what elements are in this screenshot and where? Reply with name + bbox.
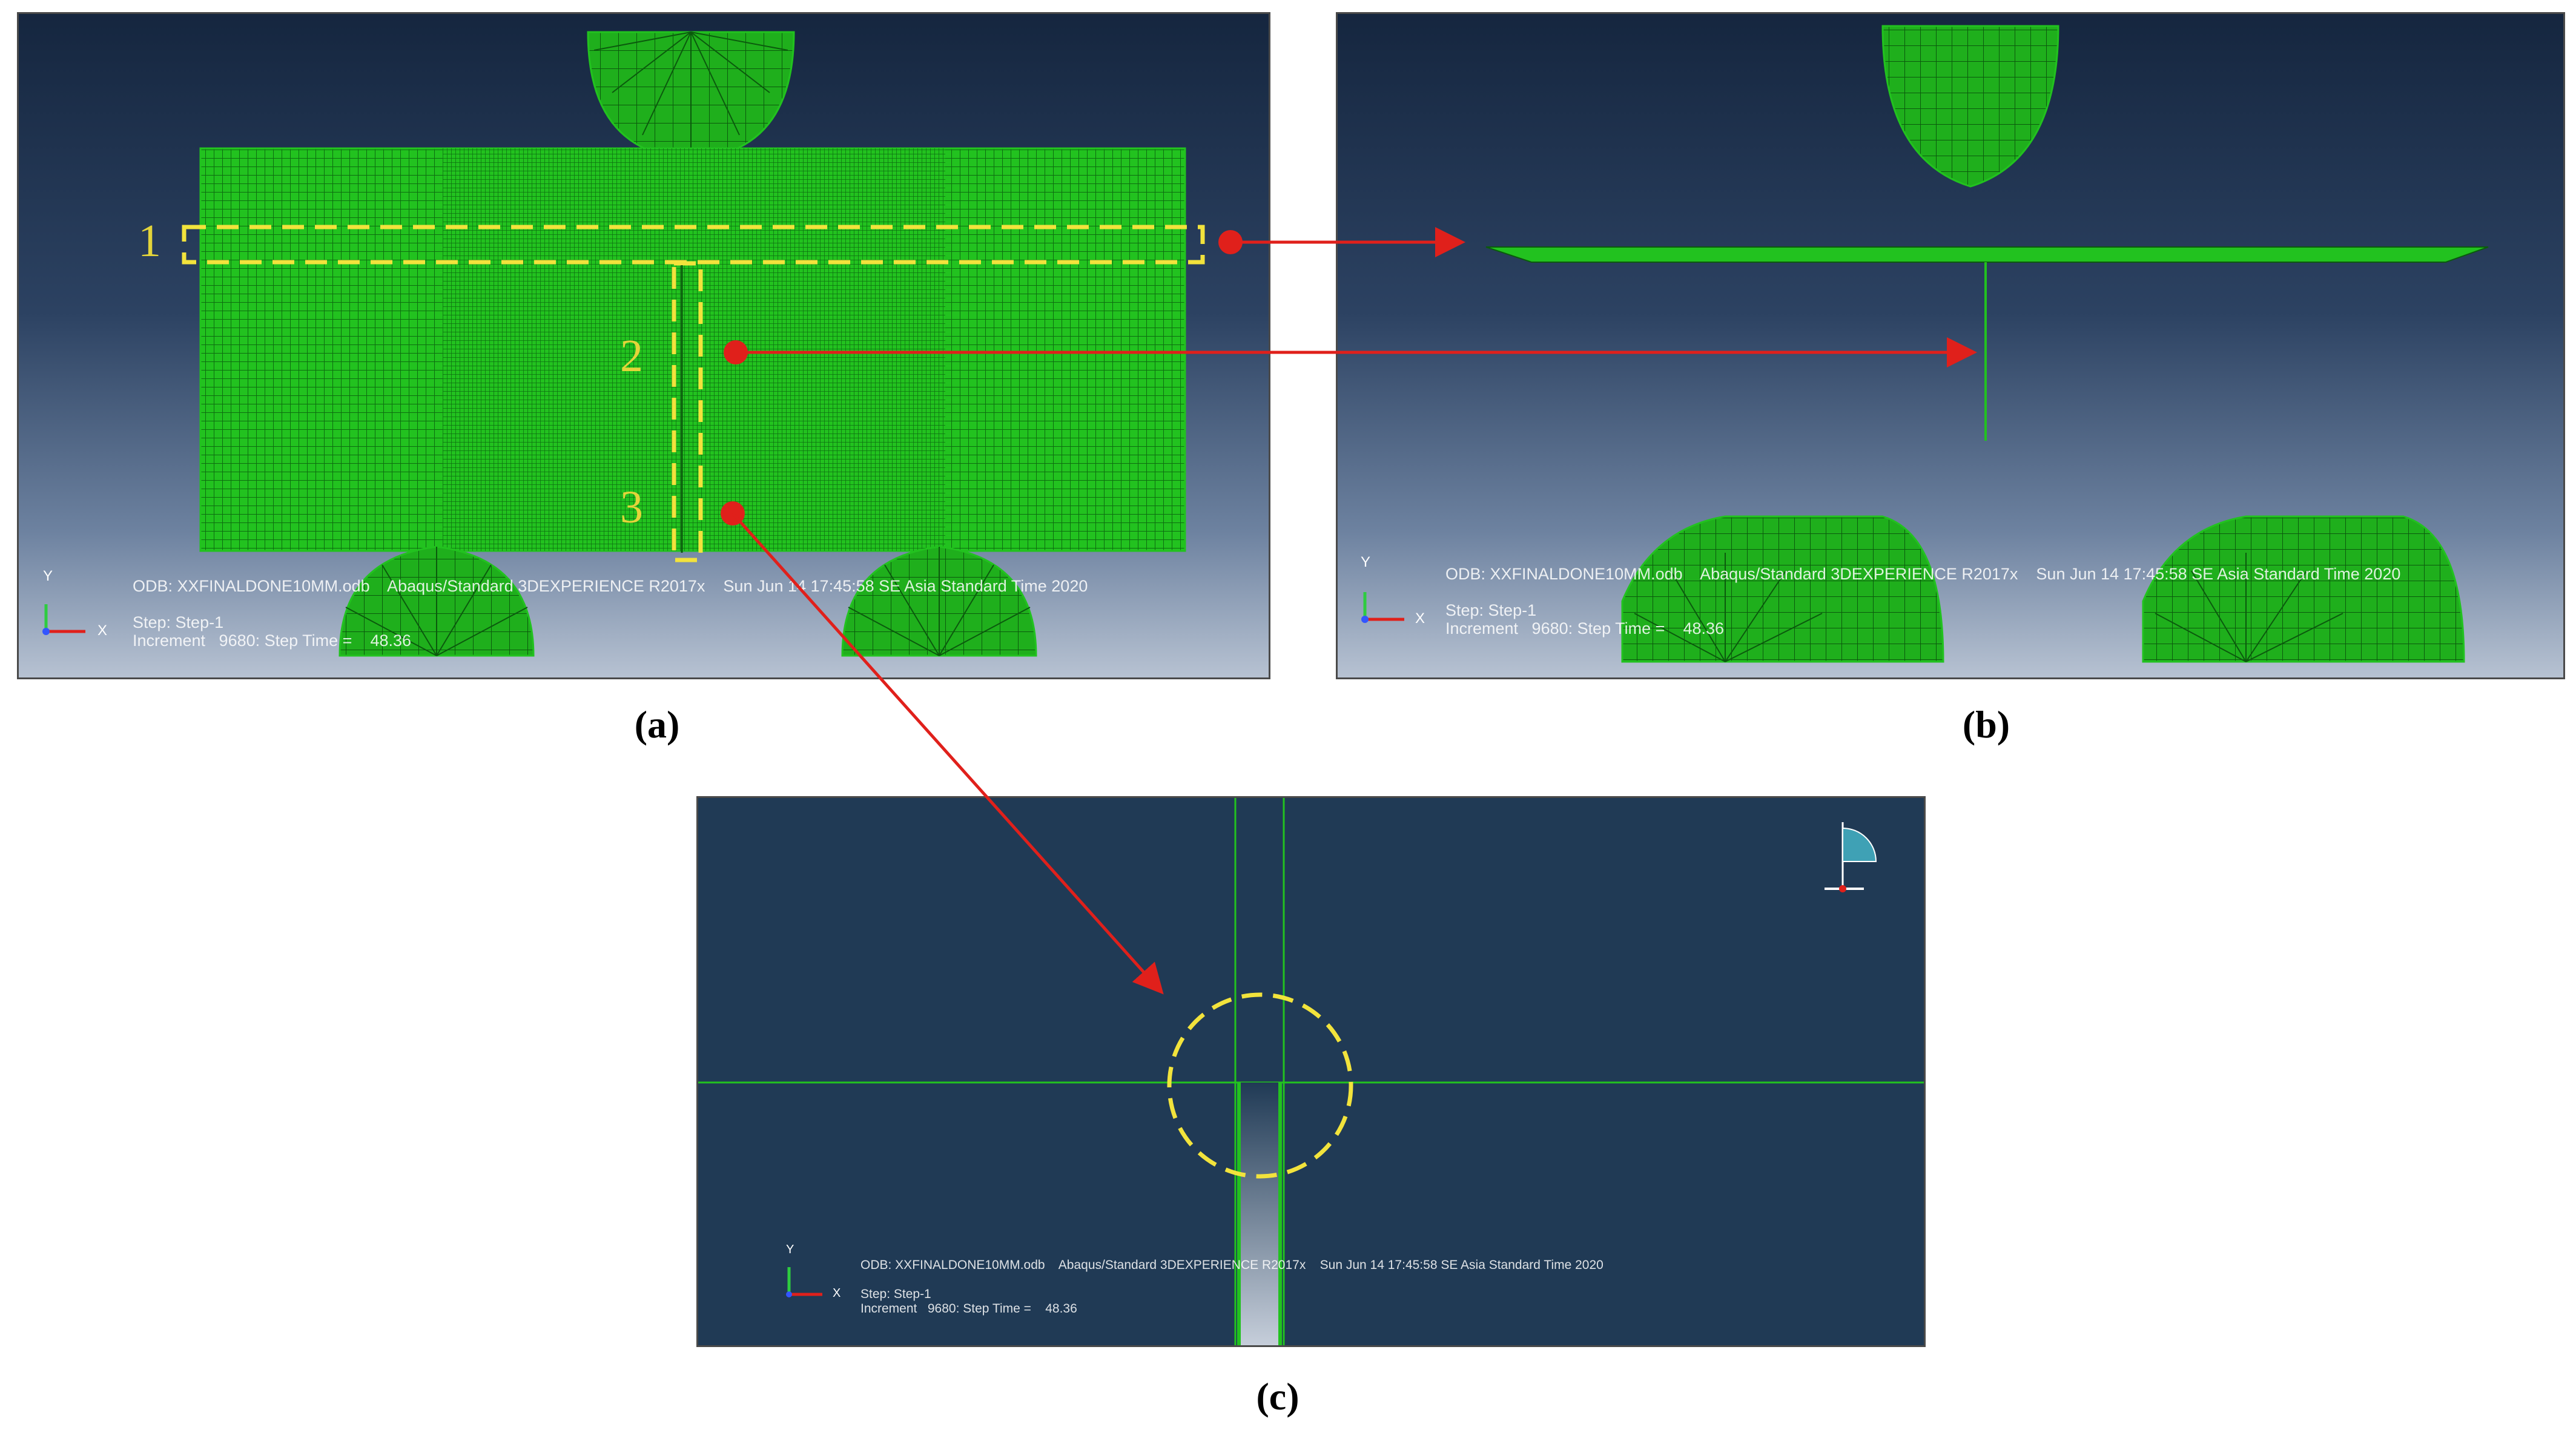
viewport-b: Y X ODB: XXFINALDONE10MM.odb Abaqus/Stan…	[1336, 12, 2565, 679]
beam-section-b	[1485, 246, 2489, 263]
axis-x-label-b: X	[1415, 610, 1425, 627]
viewport-a: Y X ODB: XXFINALDONE10MM.odb Abaqus/Stan…	[17, 12, 1270, 679]
crack-channel	[1239, 1082, 1280, 1345]
caption-b: (b)	[1962, 703, 2010, 746]
axis-x-label-c: X	[833, 1287, 841, 1300]
increment-info-c: Increment 9680: Step Time = 48.36	[860, 1302, 1077, 1316]
crack-tip-highlight	[1167, 992, 1353, 1179]
bottom-roller-b-left	[1621, 515, 1944, 663]
step-info-b: Step: Step-1	[1445, 601, 1537, 619]
viewport-b-graphics	[1361, 25, 2489, 663]
axis-y-label-c: Y	[786, 1243, 794, 1256]
top-roller-b	[1881, 25, 2059, 188]
viewport-c-graphics	[698, 798, 1924, 1345]
viewport-c: Y X ODB: XXFINALDONE10MM.odb Abaqus/Stan…	[696, 796, 1926, 1347]
caption-c: (c)	[1256, 1375, 1300, 1418]
region-label-3: 3	[620, 482, 643, 533]
increment-info-b: Increment 9680: Step Time = 48.36	[1445, 619, 1725, 638]
axis-y-label-a: Y	[43, 568, 53, 584]
bottom-roller-b-right	[2142, 515, 2465, 663]
increment-info-a: Increment 9680: Step Time = 48.36	[133, 631, 412, 650]
region-label-2: 2	[620, 331, 643, 381]
region-1-box	[182, 225, 1205, 265]
odb-info-b: ODB: XXFINALDONE10MM.odb Abaqus/Standard…	[1445, 565, 2401, 583]
axis-x-label-a: X	[97, 622, 108, 639]
step-info-a: Step: Step-1	[133, 613, 224, 631]
beam-fine-mesh	[443, 148, 945, 551]
region-label-1: 1	[138, 216, 161, 266]
caption-a: (a)	[634, 703, 680, 746]
axis-y-label-b: Y	[1361, 554, 1371, 570]
odb-info-a: ODB: XXFINALDONE10MM.odb Abaqus/Standard…	[133, 577, 1088, 595]
step-info-c: Step: Step-1	[860, 1287, 931, 1301]
viewport-a-graphics	[42, 31, 1205, 657]
region-2-3-box	[672, 261, 703, 562]
odb-info-c: ODB: XXFINALDONE10MM.odb Abaqus/Standard…	[860, 1258, 1603, 1272]
